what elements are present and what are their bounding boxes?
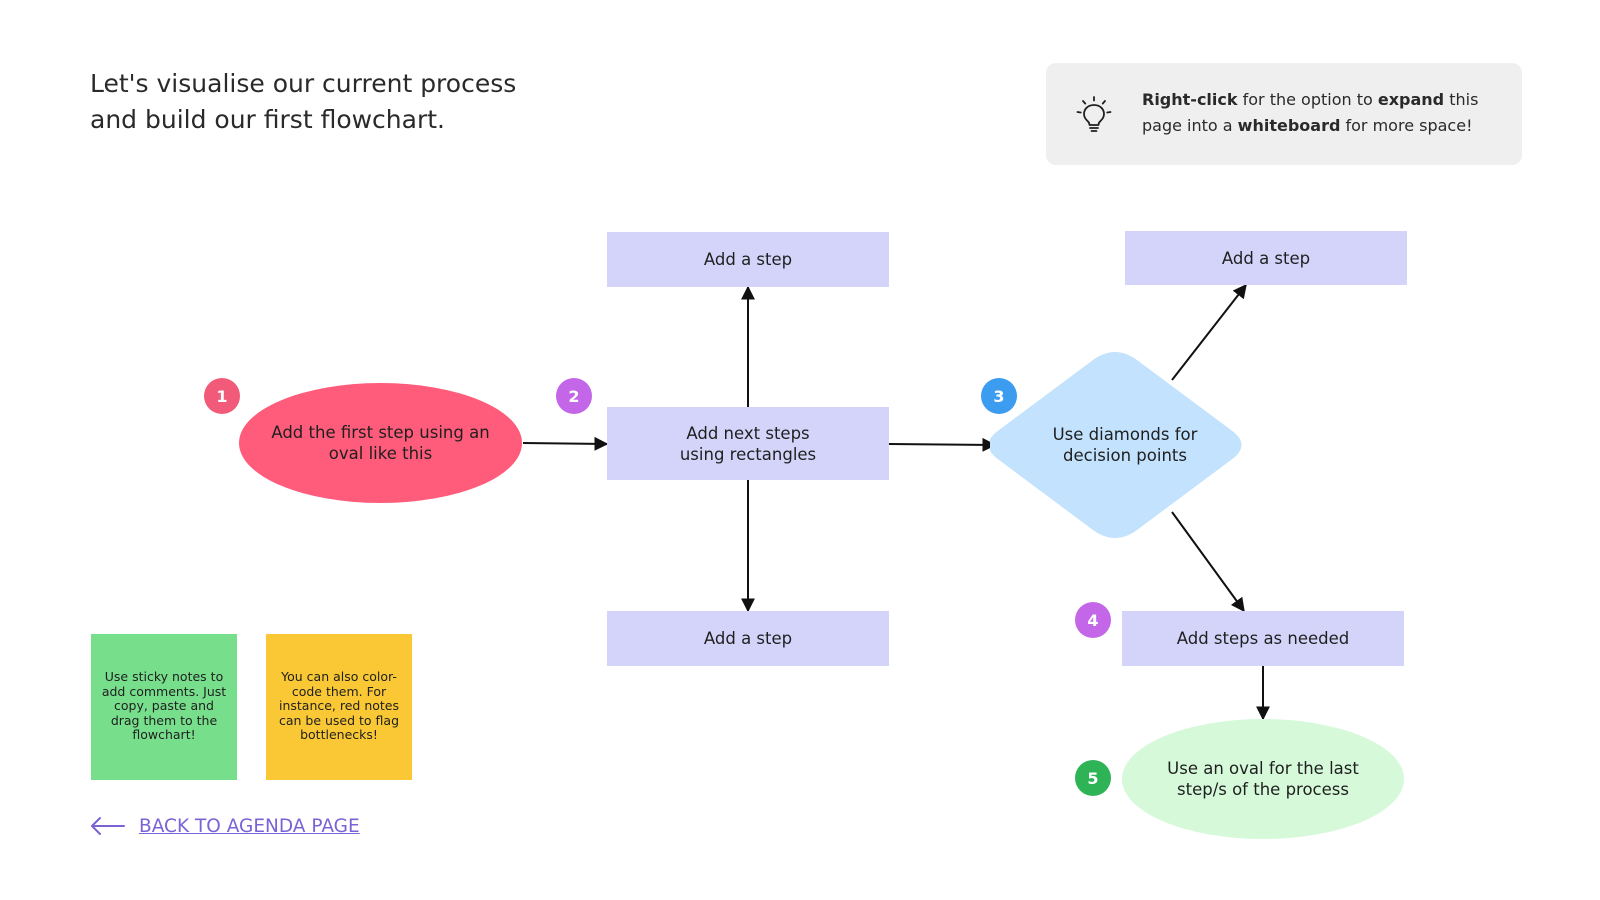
sticky-yellow-line-4: can be used to flag: [278, 712, 400, 728]
tip-whiteboard: whiteboard: [1237, 116, 1341, 135]
sticky-green-line-1: Use sticky notes to: [104, 669, 224, 684]
upper-right-step-rectangle[interactable]: Add a step: [1125, 231, 1407, 285]
sticky-yellow-line-1: You can also color-: [281, 669, 397, 684]
top-step-rectangle[interactable]: Add a step: [607, 232, 889, 287]
sticky-green-line-2: add comments. Just: [101, 683, 227, 699]
arrow-left-icon[interactable]: [90, 816, 126, 836]
sticky-note-green[interactable]: Use sticky notes to add comments. Just c…: [91, 634, 237, 780]
bottom-step-rectangle[interactable]: Add a step: [607, 611, 889, 666]
step-badge-4: 4: [1075, 602, 1111, 638]
tip-text: Right-click for the option to expand thi…: [1142, 87, 1502, 139]
end-oval-line-2: step/s of the process: [1177, 780, 1349, 799]
sticky-note-yellow[interactable]: You can also color- code them. For insta…: [266, 634, 412, 780]
tip-text-4: this page into a: [1142, 90, 1479, 135]
diamond-line-1: Use diamonds for: [1052, 425, 1198, 444]
start-oval-line-2: oval like this: [328, 444, 433, 463]
tip-text-6: for more space!: [1340, 116, 1473, 135]
end-oval[interactable]: Use an oval for the last step/s of the p…: [1122, 719, 1404, 839]
top-step-label: Add a step: [703, 250, 793, 269]
main-step-rectangle[interactable]: Add next steps using rectangles: [607, 407, 889, 480]
arrow-diamond-to-upper-step: [1171, 283, 1247, 381]
upper-right-step-label: Add a step: [1221, 248, 1311, 268]
step-badge-5: 5: [1075, 760, 1111, 796]
step-badge-3: 3: [981, 378, 1017, 414]
arrow-start-to-main: [522, 436, 609, 451]
sticky-green-line-4: drag them to the: [110, 712, 218, 728]
diamond-line-2: decision points: [1063, 446, 1187, 465]
end-oval-line-1: Use an oval for the last: [1167, 759, 1359, 778]
lightbulb-icon: [1076, 96, 1112, 134]
main-step-line-1: Add next steps: [686, 423, 810, 443]
steps-as-needed-rectangle[interactable]: Add steps as needed: [1122, 611, 1404, 666]
sticky-yellow-line-3: instance, red notes: [278, 698, 400, 713]
sticky-green-line-3: copy, paste and: [114, 698, 214, 713]
tip-box: [1046, 63, 1522, 165]
tip-right-click: Right-click: [1142, 90, 1238, 109]
steps-as-needed-label: Add steps as needed: [1176, 629, 1350, 648]
back-to-agenda-link[interactable]: BACK TO AGENDA PAGE: [139, 816, 360, 837]
arrow-main-to-diamond: [888, 437, 997, 452]
page-heading: Let's visualise our current process and …: [90, 66, 650, 138]
sticky-yellow-line-5: bottlenecks!: [300, 727, 378, 742]
heading-line-1: Let's visualise our current process: [90, 69, 517, 98]
sticky-yellow-line-2: code them. For: [291, 683, 387, 699]
tip-text-2: for the option to: [1237, 90, 1378, 109]
step-badge-2: 2: [556, 378, 592, 414]
decision-diamond-label: Use diamonds for decision points: [1020, 415, 1230, 475]
bottom-step-label: Add a step: [703, 629, 793, 648]
decision-diamond[interactable]: [990, 350, 1260, 540]
arrow-diamond-to-steps-as-needed: [1171, 511, 1245, 613]
main-step-line-2: using rectangles: [679, 444, 817, 464]
start-oval[interactable]: Add the first step using an oval like th…: [239, 383, 522, 503]
start-oval-line-1: Add the first step using an: [271, 423, 490, 442]
step-badge-1: 1: [204, 378, 240, 414]
tip-expand: expand: [1377, 90, 1445, 109]
sticky-green-line-5: flowchart!: [132, 727, 196, 742]
heading-line-2: and build our first flowchart.: [90, 105, 445, 134]
